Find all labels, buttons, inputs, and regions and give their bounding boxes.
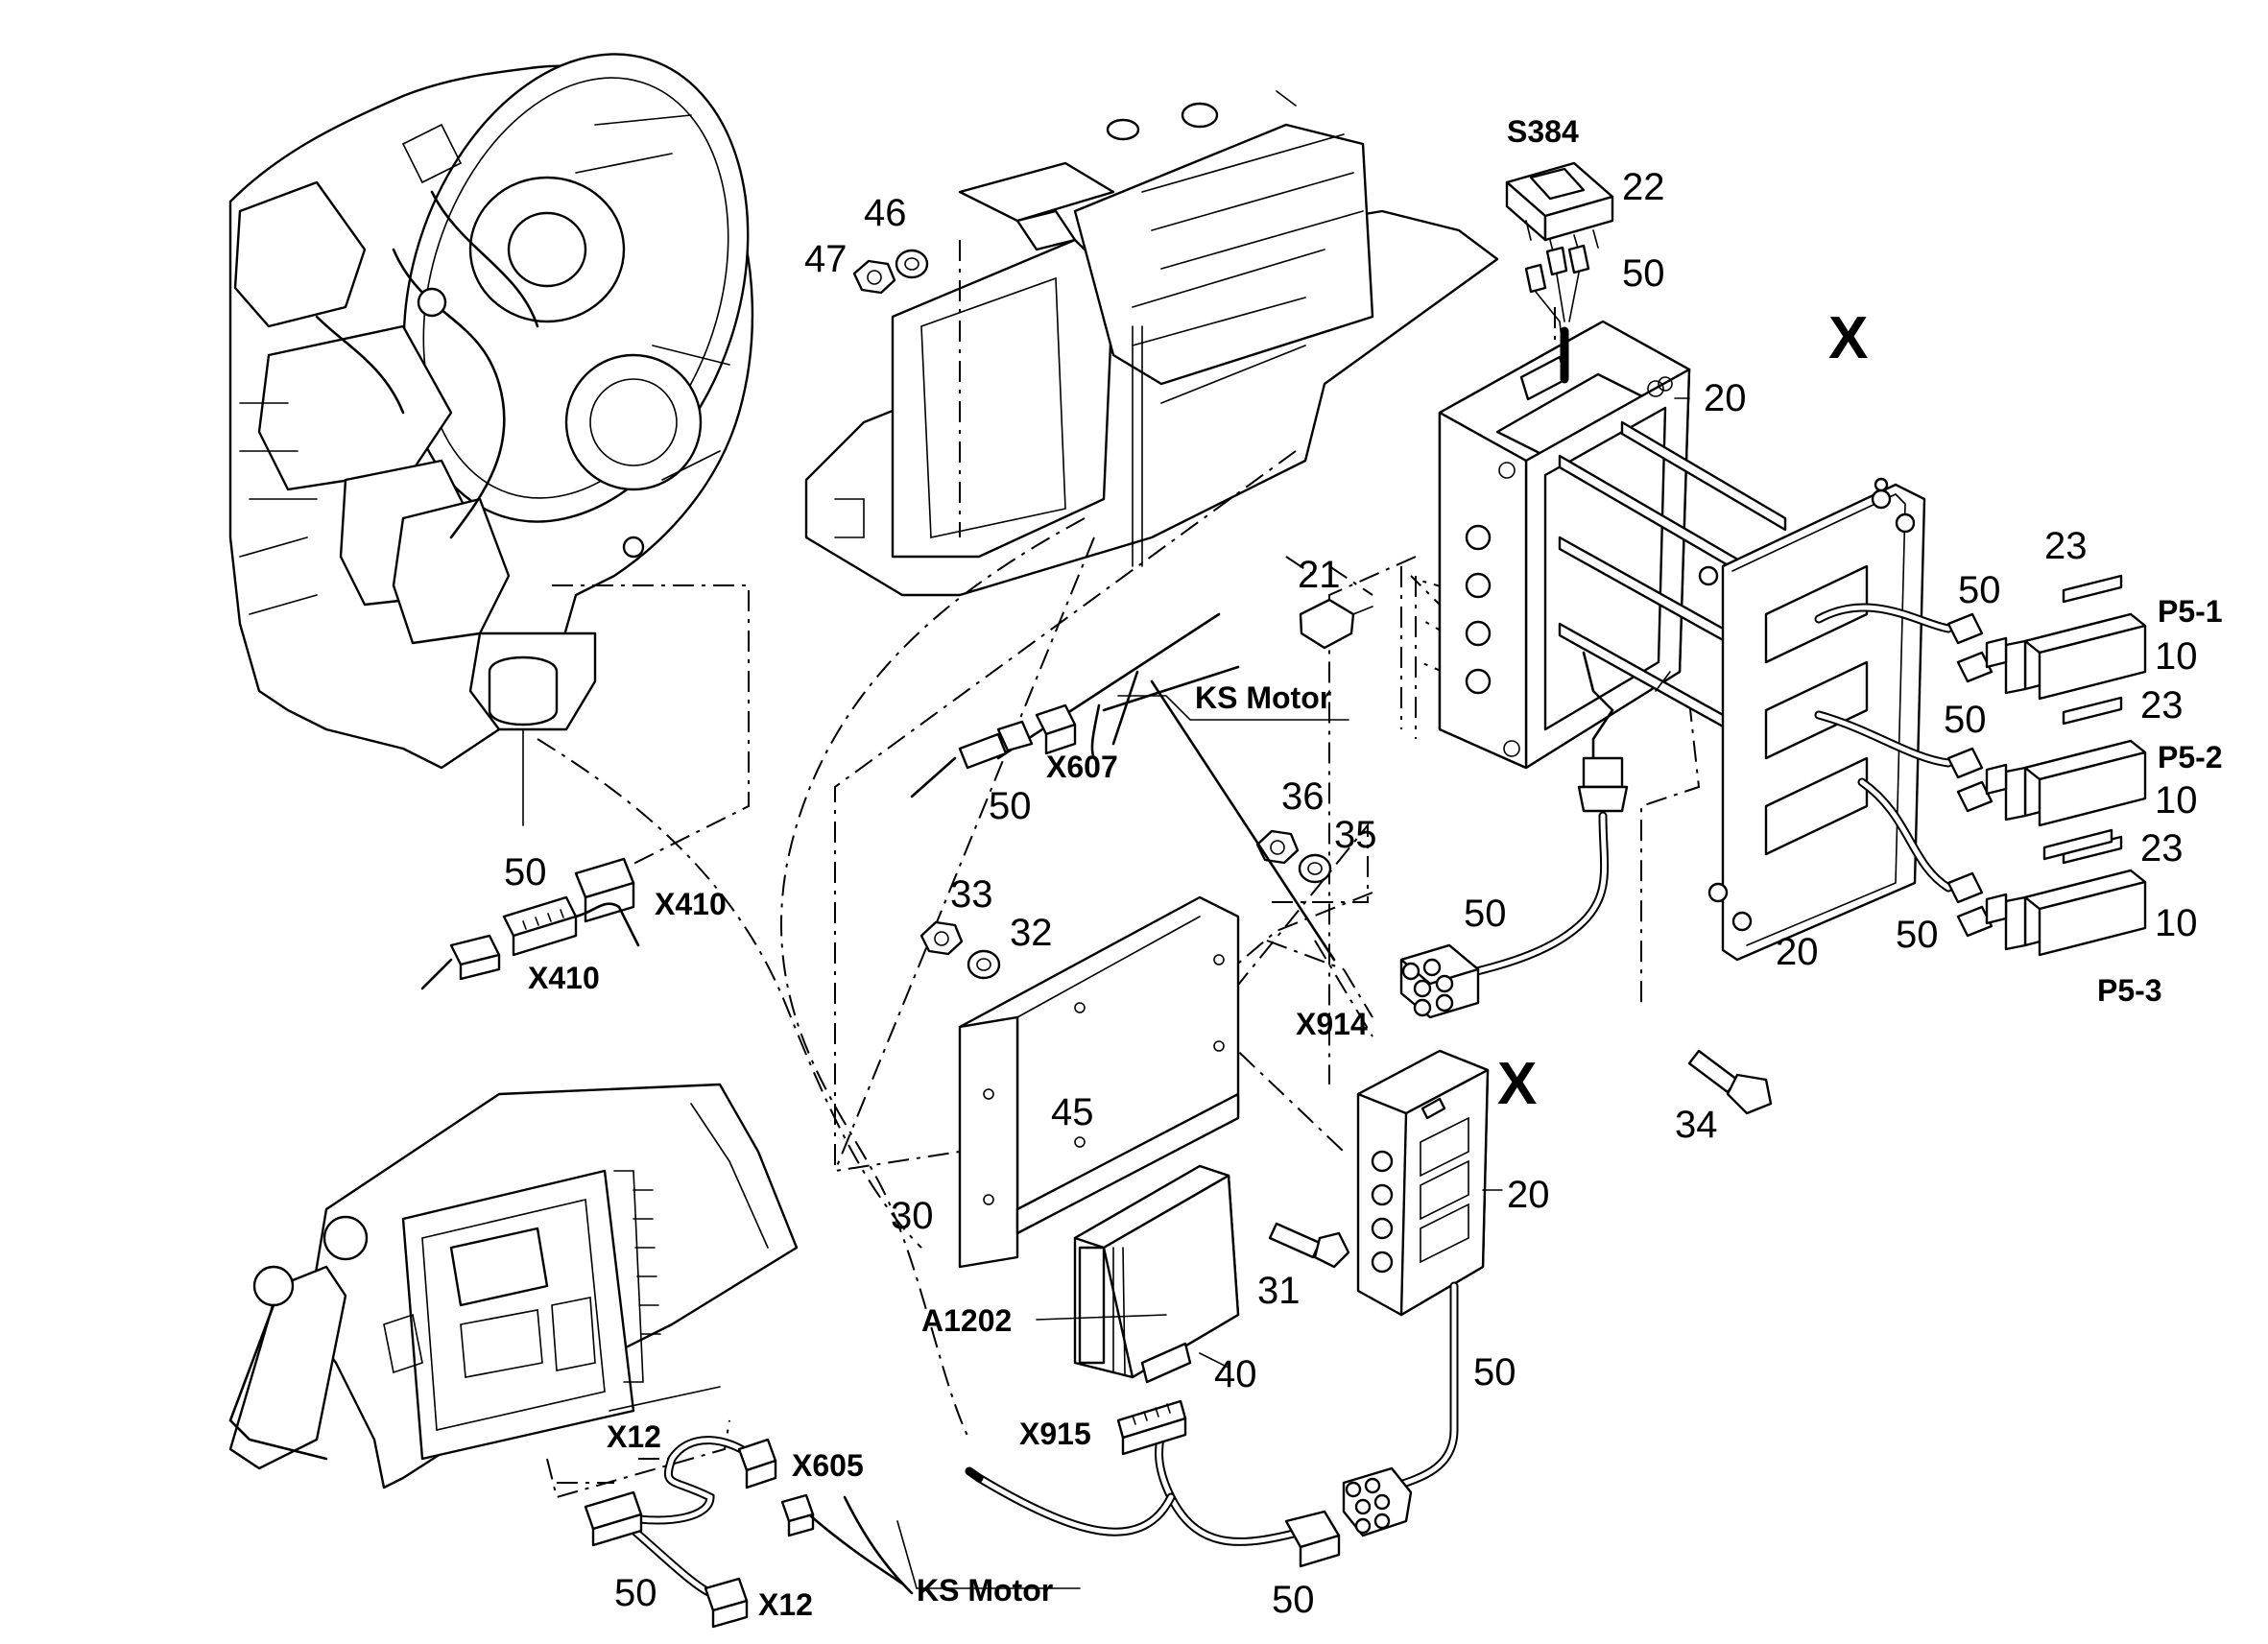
- connector-x607-icon: [910, 703, 1077, 798]
- label-50-x914: 50: [1464, 893, 1507, 935]
- washer-46-icon: [895, 249, 929, 279]
- display-connectors: [1946, 612, 1993, 938]
- label-32: 32: [1010, 912, 1053, 954]
- engine-assembly-icon: [228, 53, 754, 826]
- display-module-p5-1-icon: [1985, 574, 2147, 701]
- hex-nut-36-icon: [1255, 829, 1300, 865]
- label-47: 47: [804, 238, 848, 280]
- label-x12-b: X12: [758, 1587, 813, 1622]
- label-50-bl: 50: [614, 1572, 657, 1614]
- label-10-a: 10: [2155, 635, 2198, 678]
- label-50-switch: 50: [1622, 252, 1665, 295]
- connector-x915-icon: [1116, 1399, 1187, 1456]
- control-unit-icon: [1073, 1164, 1240, 1384]
- label-x914: X914: [1296, 1007, 1368, 1041]
- label-40: 40: [1214, 1353, 1257, 1395]
- label-20-plate: 20: [1776, 931, 1819, 973]
- label-20-frame: 20: [1704, 377, 1747, 419]
- display-module-p5-3-icon: [1985, 835, 2147, 957]
- label-46: 46: [864, 192, 907, 234]
- ks-motor-top-wiring: [996, 612, 1336, 962]
- plug-21-icon: [1299, 598, 1373, 650]
- electrical-cabinet-icon: [228, 1083, 799, 1489]
- washer-32-icon: [967, 949, 1001, 980]
- label-21: 21: [1298, 554, 1341, 596]
- x12-x605-wiring: [584, 1436, 914, 1629]
- label-35: 35: [1334, 814, 1377, 856]
- label-23-b: 23: [2140, 684, 2184, 727]
- mounting-plate-icon: [1698, 477, 1926, 962]
- label-50-x607: 50: [989, 785, 1032, 827]
- bracket-icon: [958, 895, 1240, 1269]
- label-x915: X915: [1019, 1417, 1091, 1451]
- label-ks-motor-bottom: KS Motor: [917, 1573, 1053, 1608]
- support-rods: [1558, 420, 1787, 779]
- label-50-p2: 50: [1944, 699, 1987, 741]
- hex-nut-47-icon: [852, 259, 896, 295]
- harness-cables: [965, 1281, 1459, 1546]
- label-50-box: 50: [1473, 1351, 1516, 1394]
- label-50-x410: 50: [504, 851, 547, 893]
- label-x12-a: X12: [607, 1419, 661, 1454]
- display-wires: [1814, 603, 1953, 893]
- label-23-c: 23: [2140, 827, 2184, 870]
- bolt-34-icon: [1687, 1049, 1773, 1115]
- label-x-top: X: [1828, 305, 1868, 371]
- label-36: 36: [1281, 775, 1325, 818]
- switch-box-icon: [1356, 1049, 1490, 1317]
- label-ks-motor-top: KS Motor: [1195, 680, 1331, 715]
- connector-bottom-50-icon: [1284, 1510, 1341, 1568]
- label-33: 33: [950, 873, 993, 916]
- label-10-b: 10: [2155, 779, 2198, 822]
- battery-tray-icon: [804, 90, 1499, 597]
- label-x-mid: X: [1497, 1051, 1537, 1117]
- rocker-switch-icon: [1505, 161, 1614, 260]
- connector-x914-icon: [1399, 943, 1480, 1019]
- label-31: 31: [1257, 1270, 1301, 1312]
- label-50-bottom: 50: [1272, 1579, 1315, 1621]
- display-module-p5-2-icon: [1985, 696, 2147, 827]
- label-50-p1: 50: [1958, 569, 2001, 611]
- hex-nut-33-icon: [919, 920, 964, 956]
- label-x605: X605: [792, 1448, 864, 1483]
- label-22: 22: [1622, 166, 1665, 208]
- lenses: [2042, 828, 2113, 861]
- part-labels: S384 22 50 46 47 X 20 21 23 50 P5-1 10 5…: [504, 114, 2223, 1622]
- label-20-box: 20: [1507, 1174, 1550, 1216]
- label-30: 30: [891, 1195, 934, 1237]
- label-x410-b: X410: [528, 961, 600, 995]
- label-50-p3: 50: [1896, 914, 1939, 956]
- switch-connectors: [1524, 244, 1590, 366]
- connector-box-harness-icon: [1342, 1466, 1413, 1537]
- leader-lines: [609, 397, 1690, 1589]
- label-10-c: 10: [2155, 902, 2198, 944]
- label-p5-2: P5-2: [2158, 740, 2223, 774]
- washer-35-icon: [1298, 853, 1332, 884]
- label-x410-a: X410: [655, 887, 727, 921]
- bolt-31-icon: [1268, 1222, 1350, 1269]
- label-p5-1: P5-1: [2158, 594, 2223, 629]
- connector-x410-icon: [420, 857, 640, 990]
- cable-x914: [1444, 756, 1629, 984]
- label-s384: S384: [1507, 114, 1579, 149]
- label-23-a: 23: [2044, 525, 2088, 567]
- label-45: 45: [1051, 1091, 1094, 1133]
- label-p5-3: P5-3: [2097, 973, 2162, 1008]
- label-34: 34: [1675, 1104, 1718, 1146]
- label-x607: X607: [1046, 750, 1118, 784]
- label-a1202: A1202: [921, 1303, 1012, 1338]
